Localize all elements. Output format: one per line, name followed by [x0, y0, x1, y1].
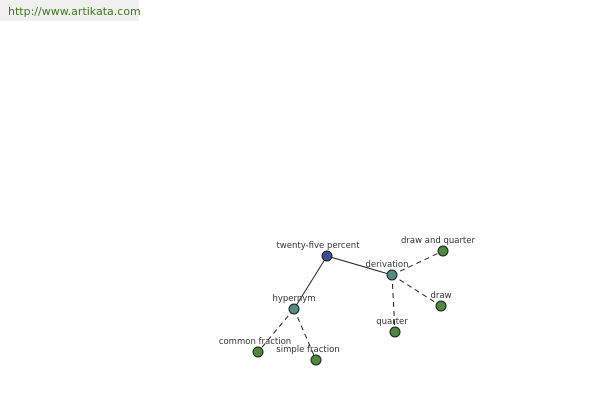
edge-root-hypernym	[293, 255, 328, 310]
label-draw: draw	[430, 291, 451, 301]
url-banner: http://www.artikata.com	[0, 0, 141, 21]
edge-derivation-draw-and-quarter	[391, 250, 444, 276]
edge-derivation-quarter	[391, 274, 396, 333]
label-draw-and-quarter: draw and quarter	[401, 236, 475, 246]
edge-hypernym-common-fraction	[257, 308, 295, 353]
label-common-fraction: common fraction	[219, 337, 291, 347]
node-root[interactable]	[321, 250, 333, 262]
node-draw-and-quarter[interactable]	[437, 245, 449, 257]
node-draw[interactable]	[435, 300, 447, 312]
node-quarter[interactable]	[389, 326, 401, 338]
label-simple-fraction: simple fraction	[276, 345, 339, 355]
edge-root-derivation	[326, 255, 393, 276]
node-derivation[interactable]	[386, 269, 398, 281]
label-root: twenty-five percent	[276, 241, 360, 251]
edge-hypernym-simple-fraction	[293, 308, 317, 361]
node-common-fraction[interactable]	[252, 346, 264, 358]
node-hypernym[interactable]	[288, 303, 300, 315]
label-derivation: derivation	[365, 260, 408, 270]
label-hypernym: hypernym	[272, 294, 315, 304]
label-quarter: quarter	[376, 317, 408, 327]
edge-derivation-draw	[391, 274, 442, 307]
node-simple-fraction[interactable]	[310, 354, 322, 366]
site-url-link[interactable]: http://www.artikata.com	[8, 5, 141, 18]
